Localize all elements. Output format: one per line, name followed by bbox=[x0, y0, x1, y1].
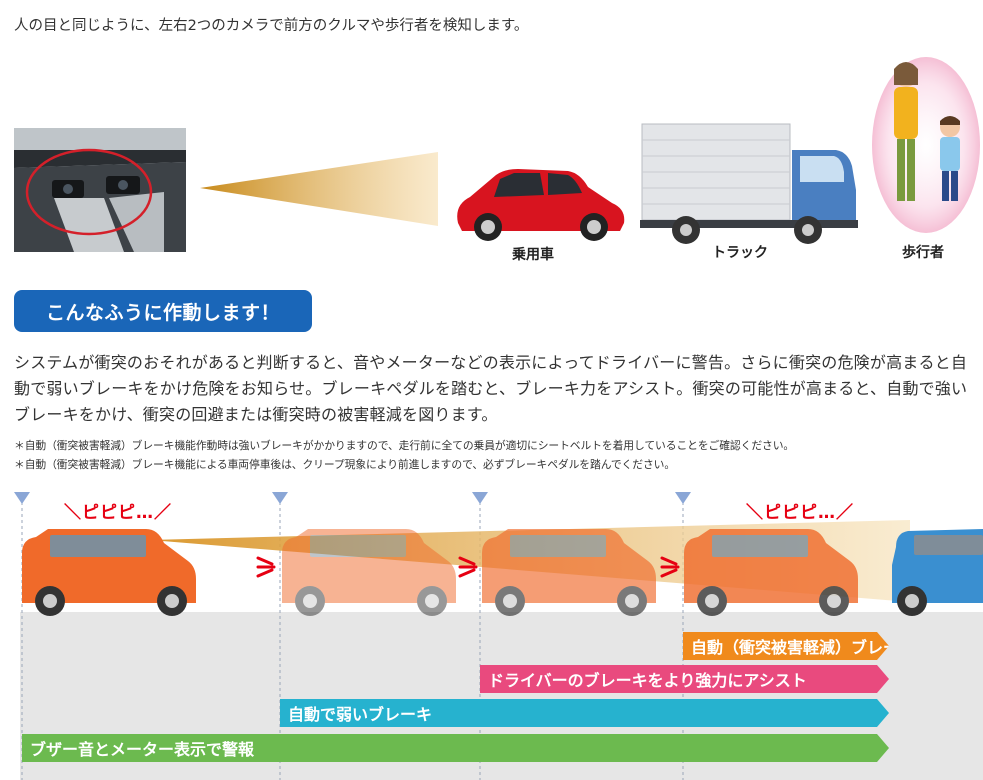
warning-sound-2: ＼ピピピ…／ bbox=[746, 503, 854, 523]
marker-triangle bbox=[14, 492, 30, 504]
section-heading: こんなふうに作動します！ bbox=[14, 290, 312, 332]
passenger-car-illustration bbox=[457, 169, 625, 241]
camera-photo bbox=[14, 128, 186, 252]
pedestrian-illustration bbox=[872, 57, 980, 233]
marker-triangle bbox=[272, 492, 288, 504]
stage-bar-auto-brake: 自動（衝突被害軽減）ブレーキ bbox=[683, 632, 889, 660]
stage-bar-brake-assist: ドライバーのブレーキをより強力にアシスト bbox=[480, 665, 889, 693]
car-label: 乗用車 bbox=[512, 247, 554, 263]
pedestrian-label: 歩行者 bbox=[902, 245, 944, 261]
truck-label: トラック bbox=[712, 245, 768, 261]
lead-car bbox=[892, 529, 983, 616]
note-2: ＊自動（衝突被害軽減）ブレーキ機能による車両停車後は、クリープ現象により前進しま… bbox=[14, 458, 676, 471]
note-1: ＊自動（衝突被害軽減）ブレーキ機能作動時は強いブレーキがかかりますので、走行前に… bbox=[14, 439, 795, 452]
brake-flash-icon bbox=[458, 556, 478, 578]
own-car-stage-1 bbox=[22, 529, 196, 616]
description-text: システムが衝突のおそれがあると判断すると、音やメーターなどの表示によってドライバ… bbox=[14, 353, 968, 424]
brake-flash-icon bbox=[660, 556, 680, 578]
marker-triangle bbox=[675, 492, 691, 504]
intro-text: 人の目と同じように、左右2つのカメラで前方のクルマや歩行者を検知します。 bbox=[14, 18, 529, 34]
truck-illustration bbox=[640, 123, 858, 244]
own-car-stage-3 bbox=[482, 529, 656, 616]
marker-triangle bbox=[472, 492, 488, 504]
stage-bar-warning: ブザー音とメーター表示で警報 bbox=[22, 734, 889, 762]
brake-flash-icon bbox=[256, 556, 276, 578]
own-car-stage-2 bbox=[282, 529, 456, 616]
warning-sound-1: ＼ピピピ…／ bbox=[64, 503, 172, 523]
stage-bar-weak-brake: 自動で弱いブレーキ bbox=[280, 699, 889, 727]
detection-beam bbox=[200, 152, 438, 226]
own-car-stage-4 bbox=[684, 529, 858, 616]
